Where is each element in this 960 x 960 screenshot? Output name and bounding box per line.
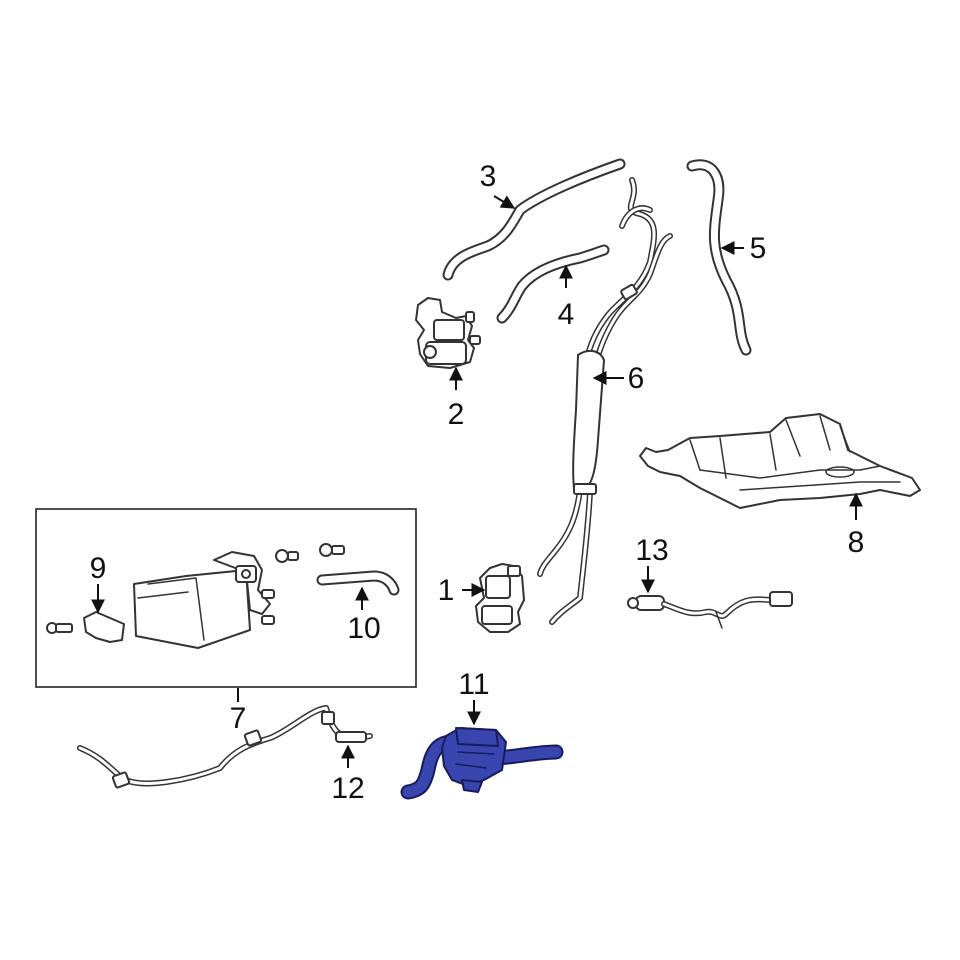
callout-5: 5 xyxy=(750,232,767,265)
leader-lines xyxy=(91,195,863,768)
part-5-hose[interactable] xyxy=(686,159,752,356)
part-3-hose[interactable] xyxy=(442,158,626,281)
part-12-clip[interactable] xyxy=(335,731,367,743)
part-4-hose[interactable] xyxy=(496,244,610,324)
callout-10: 10 xyxy=(347,612,380,645)
callout-7: 7 xyxy=(230,702,247,735)
part-10-hose[interactable] xyxy=(316,570,400,596)
part-2-vsv-valve[interactable] xyxy=(415,297,481,369)
callout-9: 9 xyxy=(90,552,107,585)
callout-1: 1 xyxy=(438,574,455,607)
callout-8: 8 xyxy=(848,526,865,559)
callout-13: 13 xyxy=(635,534,668,567)
part-7-fuel-line[interactable] xyxy=(77,705,373,789)
callout-11: 11 xyxy=(458,668,489,701)
part-9-bracket[interactable] xyxy=(46,611,125,643)
part-13-sensor[interactable] xyxy=(627,591,793,629)
canister[interactable] xyxy=(133,551,275,649)
part-1-valve[interactable] xyxy=(475,563,525,633)
callout-4: 4 xyxy=(558,298,575,331)
canister-group-box xyxy=(35,508,417,688)
canister-bolts[interactable] xyxy=(275,543,345,563)
callout-labels: 3 4 5 2 6 8 1 13 9 10 7 11 12 xyxy=(90,160,865,805)
part-6-tube-assembly[interactable] xyxy=(537,177,673,625)
callout-3: 3 xyxy=(480,160,497,193)
callout-6: 6 xyxy=(628,362,645,395)
part-11-leak-detection-pump[interactable] xyxy=(400,727,564,800)
callout-2: 2 xyxy=(448,398,465,431)
part-8-shield[interactable] xyxy=(639,413,921,509)
callout-12: 12 xyxy=(331,772,364,805)
